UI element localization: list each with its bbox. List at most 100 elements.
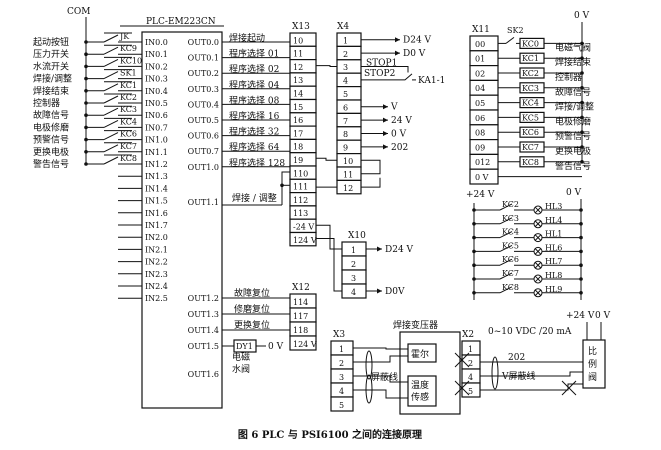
hall-label: 霍尔 xyxy=(411,348,429,360)
junction-dot xyxy=(579,235,583,240)
wire xyxy=(361,66,409,73)
out11-label: 焊接 / 调整 xyxy=(232,192,277,204)
switch-contact xyxy=(103,58,119,67)
input-label-10: 警告信号 xyxy=(33,158,69,170)
arrow-head xyxy=(377,288,382,294)
wire xyxy=(316,65,337,67)
x12-pin-3: 124 V xyxy=(293,340,317,349)
pin-out-6: OUT0.6 xyxy=(188,132,219,141)
x4-d24v: D24 V xyxy=(403,36,432,46)
x4-pin-4: 5 xyxy=(343,90,348,99)
pin-in-4: IN0.4 xyxy=(145,87,168,96)
lamp-contact-label-2: KC4 xyxy=(502,228,519,237)
x11-pin-9: 0 V xyxy=(475,173,489,182)
x4-cell-2 xyxy=(336,59,362,74)
input-label-8: 预警信号 xyxy=(33,134,69,146)
contact-label-5: KC2 xyxy=(120,93,137,102)
shield-ellipse xyxy=(365,374,373,404)
pin-in-extra-6: IN2.1 xyxy=(145,245,168,254)
x4-pin-9: 10 xyxy=(343,157,353,166)
pin-out-2: OUT0.2 xyxy=(188,69,219,78)
x4-pin-1: 2 xyxy=(343,50,348,59)
pin-in-extra-3: IN1.6 xyxy=(145,209,168,218)
x3-pin-0: 1 xyxy=(339,345,344,354)
x3-title: X3 xyxy=(333,330,345,340)
pin-out-3: OUT0.3 xyxy=(188,85,219,94)
valve-label-2: 水阀 xyxy=(232,363,250,375)
x11-pin-3: 04 xyxy=(475,84,485,93)
pin-in-extra-1: IN1.4 xyxy=(145,184,168,193)
contact-label-0: JK xyxy=(119,32,130,41)
switch-contact xyxy=(103,34,119,43)
input-label-7: 电极修磨 xyxy=(33,121,69,133)
x3-pin-2: 3 xyxy=(339,373,344,382)
contact-label-4: KC1 xyxy=(120,81,137,90)
switch-contact xyxy=(103,46,119,55)
x3-cell-4 xyxy=(330,396,354,412)
relay-label-3: 故障信号 xyxy=(555,86,591,98)
wire xyxy=(361,177,381,188)
valve-a: 比 xyxy=(588,345,597,357)
lamp-label-2: HL1 xyxy=(545,230,562,239)
lamp-cross xyxy=(534,248,542,255)
x11-pin-2: 02 xyxy=(475,69,485,78)
relay-label-2: 控制器 xyxy=(555,71,582,83)
lamp-label-4: HL7 xyxy=(545,257,562,266)
x4-pin-10: 11 xyxy=(343,170,353,179)
lamp-contact-label-1: KC3 xyxy=(502,214,519,223)
x2-shield: V屏蔽线 xyxy=(501,370,536,382)
coil-label-7: KC7 xyxy=(522,143,539,152)
x13-title: X13 xyxy=(292,22,310,32)
pin-out-7: OUT0.7 xyxy=(188,147,219,156)
temp-box xyxy=(407,375,437,407)
switch-contact xyxy=(103,71,119,80)
valve-c: 阀 xyxy=(588,372,597,383)
sk2-contact xyxy=(505,37,515,44)
x11-title: X11 xyxy=(472,25,490,35)
arrow-head xyxy=(395,37,400,43)
junction-dot xyxy=(280,183,284,188)
pin-outb-2: OUT1.4 xyxy=(188,326,219,335)
junction-dot xyxy=(580,100,584,105)
x4-stop2: STOP2 xyxy=(364,69,395,79)
temp-label-1: 温度 xyxy=(411,379,429,391)
temp-label-2: 传感 xyxy=(411,391,429,403)
x12-cell-3 xyxy=(289,335,317,351)
lamp-contact xyxy=(499,272,513,280)
pin-in-1: IN0.1 xyxy=(145,50,168,59)
relay-label-0: 电磁气阀 xyxy=(555,41,591,53)
plc-box xyxy=(141,31,223,409)
switch-contact xyxy=(103,95,119,104)
input-label-3: 焊接/调整 xyxy=(33,73,72,85)
contact-label-7: KC4 xyxy=(120,117,137,126)
x10-pin-1: 2 xyxy=(351,260,356,269)
junction-dot xyxy=(579,208,583,212)
input-label-1: 压力开关 xyxy=(33,48,69,60)
pin-out-8: OUT1.0 xyxy=(188,163,219,172)
pin-in-extra-5: IN2.0 xyxy=(145,233,168,242)
junction-dot xyxy=(579,277,583,281)
outb-label-0: 故障复位 xyxy=(234,287,270,299)
contact-label-3: SK1 xyxy=(120,69,137,78)
input-label-6: 故障信号 xyxy=(33,109,69,121)
lamp-cross xyxy=(534,234,542,241)
junction-dot xyxy=(580,160,584,164)
x13-pin-9: 19 xyxy=(293,156,303,165)
arrow-head xyxy=(383,104,388,110)
x13-pin-11: 111 xyxy=(293,183,308,192)
pin-in-extra-10: IN2.5 xyxy=(145,294,168,303)
lamp-0v: 0 V xyxy=(566,188,582,198)
outb-label-1: 修磨复位 xyxy=(234,303,270,315)
x4-v: V xyxy=(390,103,398,113)
x11-pin-5: 06 xyxy=(475,114,485,123)
x2-range: 0~10 VDC /20 mA xyxy=(488,327,572,337)
x12-pin-2: 118 xyxy=(293,326,308,335)
input-label-0: 起动按钮 xyxy=(33,36,69,48)
x4-title: X4 xyxy=(337,22,349,32)
ground-cross xyxy=(454,380,470,396)
pin-out-0: OUT0.0 xyxy=(188,38,219,47)
